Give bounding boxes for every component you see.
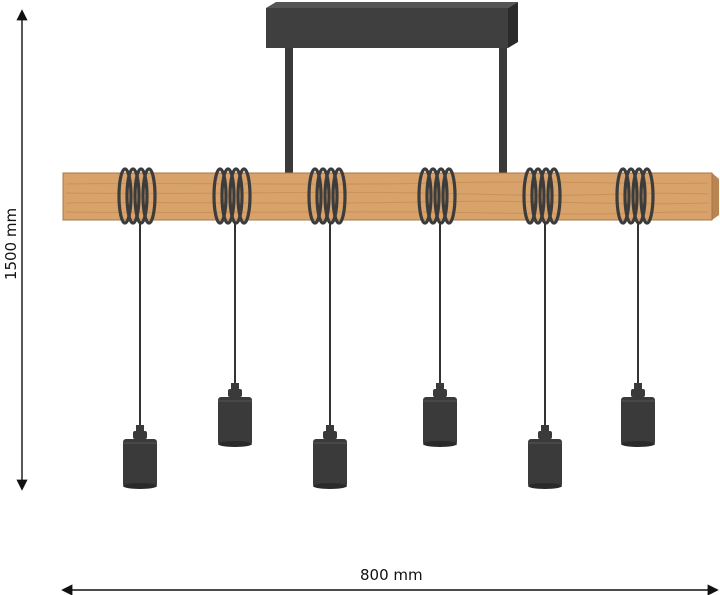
canopy-top [266, 2, 518, 8]
canopy-side [508, 2, 518, 48]
width-dimension-label: 800 mm [360, 566, 423, 584]
rope-wrap-6 [615, 167, 655, 225]
pendant-socket-2 [218, 383, 252, 447]
height-dimension-label: 1500 mm [2, 207, 20, 281]
pendant-cables [139, 222, 639, 425]
pendant-socket-5 [528, 425, 562, 489]
beam-end [712, 173, 719, 220]
canopy-front [266, 8, 508, 48]
pendant-socket-6 [621, 383, 655, 447]
rope-wrap-2 [212, 167, 252, 225]
suspension-rod-right [499, 48, 507, 174]
pendant-socket-1 [123, 425, 157, 489]
pendant-socket-3 [313, 425, 347, 489]
rope-wrap-5 [522, 167, 562, 225]
ceiling-canopy [266, 2, 518, 48]
pendant-socket-4 [423, 383, 457, 447]
wooden-beam [62, 172, 719, 221]
rope-wrap-4 [417, 167, 457, 225]
suspension-rod-left [285, 48, 293, 174]
pendant-sockets [123, 383, 655, 489]
